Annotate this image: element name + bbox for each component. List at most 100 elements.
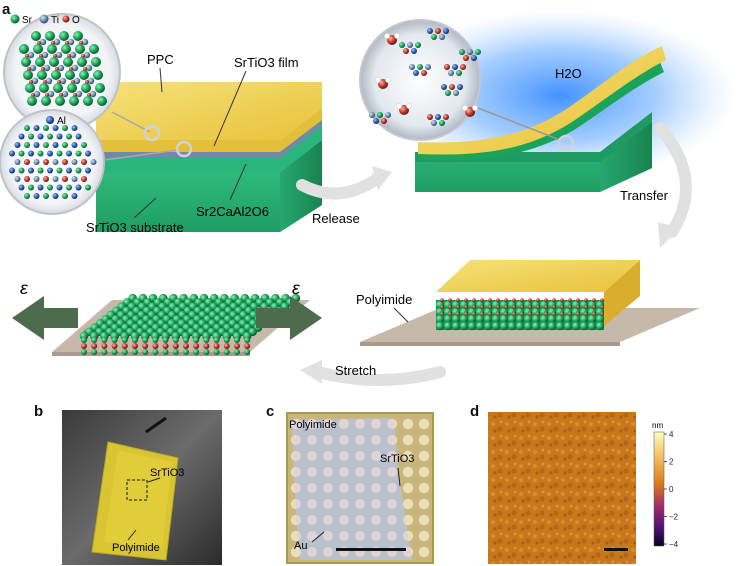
transferred-ppc-top: [436, 260, 640, 292]
label-release: Release: [312, 211, 360, 226]
ti-atom: [67, 38, 75, 46]
lattice-atom: [47, 150, 53, 157]
film-o-atom: [568, 312, 572, 316]
stretched-layer-atom: [132, 349, 138, 355]
film-o-atom: [600, 312, 604, 316]
film-atom: [563, 321, 573, 331]
film-o-atom: [440, 312, 444, 316]
dissolved-ion: [427, 114, 433, 120]
dissolved-ion: [385, 112, 391, 118]
film-atom: [523, 314, 533, 324]
film-atom: [579, 314, 589, 324]
film-atom: [555, 314, 565, 324]
legend-ti-label: Ti: [51, 15, 59, 26]
film-o-atom: [528, 305, 532, 309]
film-o-atom: [520, 298, 524, 302]
legend-sr-label: Sr: [22, 15, 33, 26]
lattice-atom: [90, 159, 97, 165]
ti-atom: [41, 51, 49, 59]
film-o-atom: [456, 305, 460, 309]
dissolved-ion: [443, 28, 449, 34]
dissolved-ion: [444, 64, 450, 70]
label-film: SrTiO3 film: [234, 55, 299, 70]
sr-atom: [95, 83, 105, 93]
film-o-atom: [528, 312, 532, 316]
lattice-atom: [28, 150, 34, 157]
scale-bar-c: [336, 548, 406, 551]
sr-atom: [93, 70, 103, 80]
lattice-atom: [71, 142, 78, 148]
lattice-atom: [56, 150, 63, 157]
c-label-srtio3: SrTiO3: [380, 453, 414, 465]
stretched-layer-atom: [111, 349, 118, 355]
film-atom: [587, 321, 597, 331]
stretched-layer-atom: [152, 349, 159, 355]
stretched-layer-atom: [91, 343, 98, 349]
dissolved-ion: [407, 42, 413, 48]
film-o-atom: [552, 298, 556, 302]
ti-atom: [85, 64, 93, 72]
dissolved-ion: [448, 70, 454, 76]
lattice-atom: [81, 159, 87, 165]
stretched-layer-atom: [142, 343, 149, 349]
film-atom: [443, 314, 453, 324]
label-water: H2O: [555, 66, 582, 81]
film-atom: [515, 321, 525, 331]
stretched-layer-atom: [234, 337, 240, 343]
dissolved-ion: [453, 90, 459, 96]
film-o-atom: [600, 298, 604, 302]
sacrificial-lattice-atoms: [9, 125, 97, 199]
film-o-atom: [512, 298, 516, 302]
lattice-atom: [62, 159, 68, 165]
stretched-layer-atom: [244, 343, 251, 349]
ti-atom: [59, 77, 67, 85]
lattice-atom: [47, 184, 53, 191]
stretched-layer-atom: [172, 349, 179, 355]
ti-atom: [39, 38, 47, 46]
sr-atom: [35, 57, 45, 67]
panel-d-letter: d: [470, 403, 479, 420]
lattice-atom: [62, 193, 68, 199]
stretched-layer-atom: [223, 343, 230, 349]
dissolved-ion: [425, 64, 431, 70]
colorbar-tick-label: 0: [669, 485, 674, 494]
film-o-atom: [480, 298, 484, 302]
sr-atom: [83, 96, 93, 106]
stretched-layer-atom: [244, 349, 251, 355]
colorbar-unit: nm: [652, 421, 663, 430]
ti-atom: [89, 90, 97, 98]
lattice-atom: [71, 176, 78, 182]
water-oxygen: [378, 79, 388, 89]
dissolved-ion: [443, 114, 449, 120]
film-atom: [475, 314, 485, 324]
sr-atom: [75, 44, 85, 54]
film-o-atom: [576, 298, 580, 302]
sr-atom: [19, 44, 29, 54]
ti-atom: [53, 38, 61, 46]
lattice-atom: [52, 193, 59, 199]
strain-arrow-right: [256, 296, 322, 340]
sr-atom: [81, 83, 91, 93]
dissolved-ion: [427, 28, 433, 34]
stretched-layer-atom: [142, 337, 149, 343]
dissolved-ion: [413, 70, 419, 76]
lattice-atom: [66, 167, 72, 174]
colorbar: [653, 431, 665, 547]
stretched-layer-atom: [162, 337, 169, 343]
label-stretch: Stretch: [335, 363, 376, 378]
lattice-atom: [52, 125, 59, 131]
colorbar-ticks: 420−2−4: [664, 430, 679, 549]
lattice-atom: [62, 142, 68, 148]
lattice-atom: [47, 167, 53, 174]
ti-atom: [73, 77, 81, 85]
film-atom: [571, 321, 581, 331]
film-o-atom: [480, 305, 484, 309]
lattice-atom: [37, 133, 44, 140]
dissolved-ion: [409, 64, 415, 70]
dissolved-ion: [439, 120, 445, 126]
film-o-atom: [528, 298, 532, 302]
film-atom: [475, 321, 485, 331]
water-oxygen: [465, 107, 475, 117]
stretched-layer-atom: [193, 343, 200, 349]
ti-atom: [83, 51, 91, 59]
